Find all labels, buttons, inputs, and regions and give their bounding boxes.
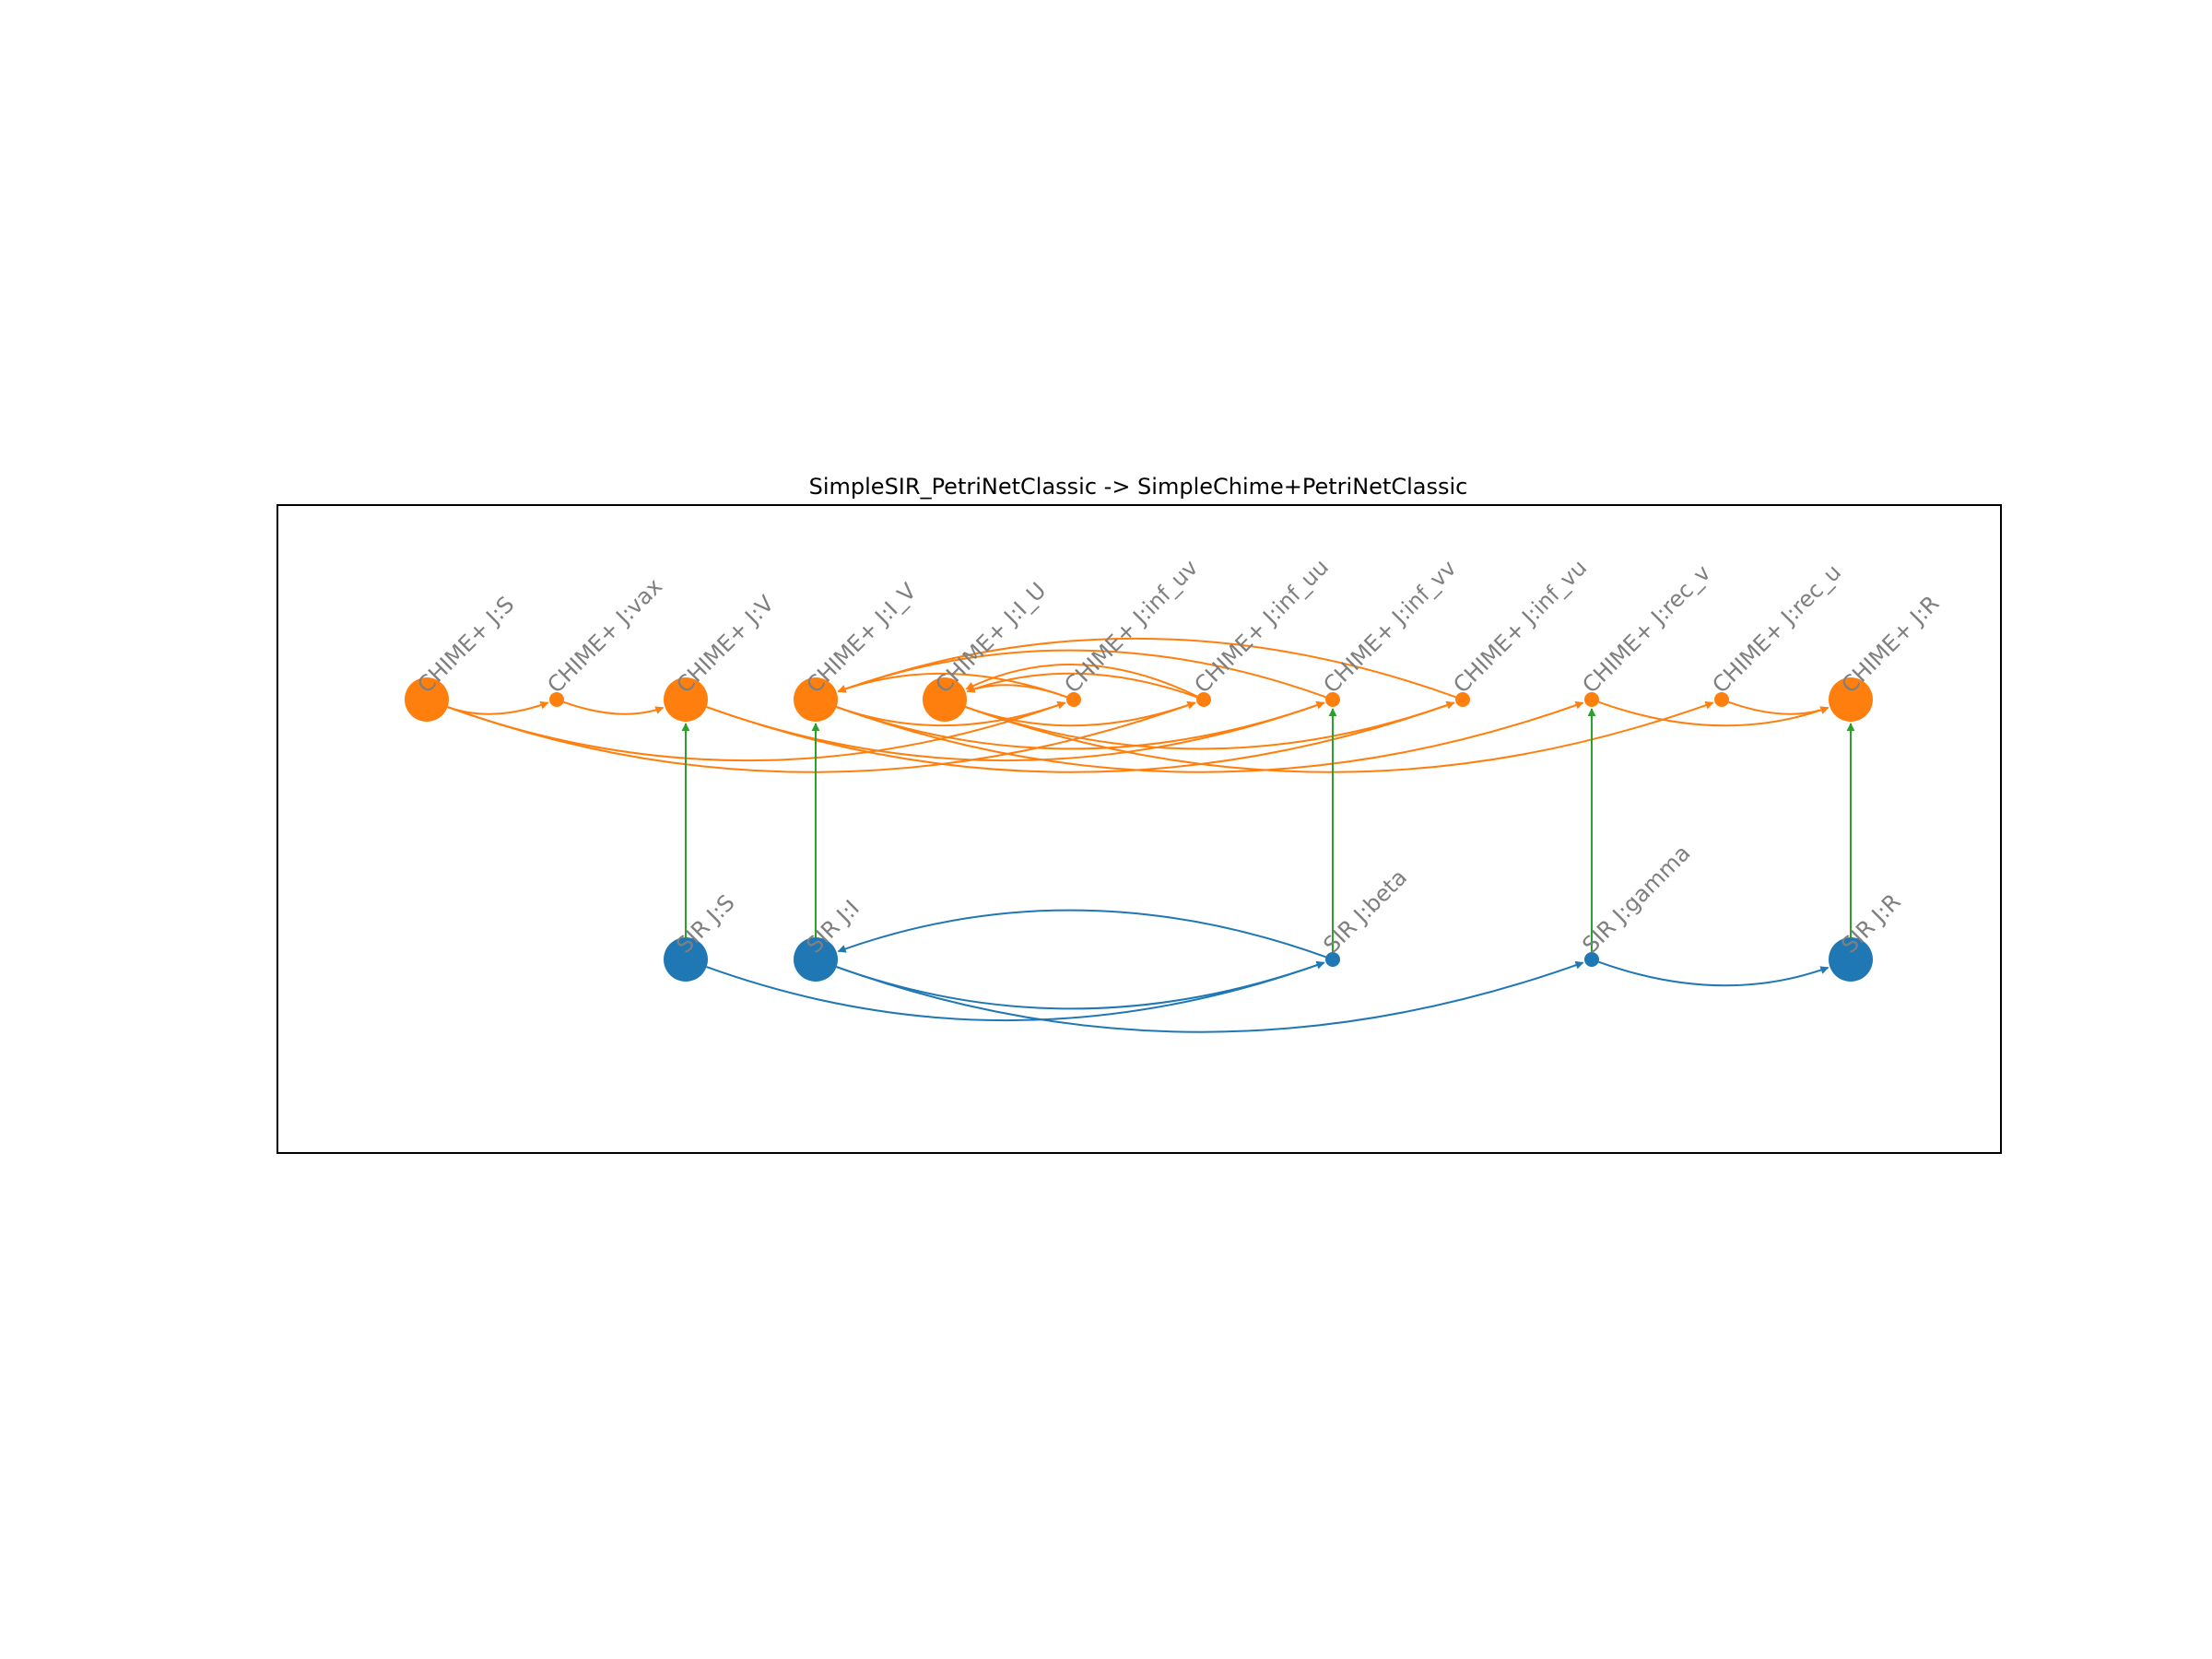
- node-s_gamma: [1584, 952, 1599, 967]
- node-label-c_vax: CHIME+ J:vax: [542, 573, 667, 699]
- node-label-c_recv: CHIME+ J:rec_v: [1577, 560, 1715, 699]
- node-s_I: [794, 937, 838, 982]
- edge-c_IU-to-c_infuu: [965, 700, 1196, 727]
- node-c_infvv: [1325, 692, 1340, 707]
- node-label-s_gamma: SIR J:gamma: [1577, 840, 1695, 958]
- edge-c_IU-to-c_recu: [965, 700, 1714, 773]
- node-label-c_V: CHIME+ J:V: [671, 590, 779, 698]
- edge-s_I-to-s_beta: [836, 960, 1325, 1010]
- plot-frame: [276, 504, 2002, 1154]
- node-label-c_infvu: CHIME+ J:inf_vu: [1448, 555, 1592, 699]
- node-label-s_R: SIR J:R: [1836, 888, 1905, 958]
- node-label-c_infvv: CHIME+ J:inf_vv: [1318, 555, 1461, 698]
- edge-c_S-to-c_infuu: [447, 700, 1196, 773]
- node-c_R: [1829, 677, 1873, 722]
- node-c_S: [405, 677, 449, 722]
- node-c_infuv: [1066, 692, 1081, 707]
- edge-s_S-to-s_beta: [706, 960, 1325, 1022]
- node-c_IU: [923, 677, 967, 722]
- node-label-c_recu: CHIME+ J:rec_u: [1707, 559, 1846, 699]
- node-c_vax: [549, 692, 564, 707]
- node-c_recv: [1584, 692, 1599, 707]
- edge-c_IU-to-c_infvu: [965, 700, 1455, 750]
- edge-s_I-to-s_gamma: [836, 960, 1584, 1033]
- node-label-c_IU: CHIME+ J:I_U: [930, 578, 1051, 699]
- node-label-c_R: CHIME+ J:R: [1836, 591, 1944, 699]
- node-c_V: [664, 677, 708, 722]
- edge-s_gamma-to-s_R: [1598, 960, 1830, 987]
- edge-c_IV-to-c_recv: [836, 700, 1584, 773]
- edge-c_infvu-to-c_IV: [837, 637, 1456, 699]
- node-c_IV: [794, 677, 838, 722]
- nodes-layer: [405, 677, 1873, 982]
- edge-c_vax-to-c_V: [563, 700, 665, 715]
- node-label-c_S: CHIME+ J:S: [412, 592, 519, 699]
- node-label-c_IV: CHIME+ J:I_V: [801, 578, 922, 699]
- node-s_R: [1829, 937, 1873, 982]
- node-s_S: [664, 937, 708, 982]
- node-c_infvu: [1455, 692, 1470, 707]
- node-c_recu: [1714, 692, 1729, 707]
- edge-c_infuu-to-c_IU: [966, 672, 1197, 699]
- edges-layer: [447, 637, 1855, 1033]
- diagram-title: SimpleSIR_PetriNetClassic -> SimpleChime…: [809, 474, 1468, 500]
- node-s_beta: [1325, 952, 1340, 967]
- node-label-s_S: SIR J:S: [671, 889, 739, 958]
- edge-s_beta-to-s_I: [837, 909, 1326, 959]
- edge-c_recv-to-c_R: [1598, 700, 1830, 727]
- edge-c_V-to-c_infvu: [706, 700, 1455, 773]
- node-c_infuu: [1196, 692, 1211, 707]
- edge-c_recu-to-c_R: [1728, 700, 1830, 715]
- edge-c_S-to-c_infuv: [447, 700, 1066, 762]
- edge-c_IV-to-c_infvv: [836, 700, 1325, 750]
- edge-c_infuv-to-c_IV: [837, 672, 1067, 699]
- node-label-c_infuv: CHIME+ J:inf_uv: [1059, 555, 1203, 699]
